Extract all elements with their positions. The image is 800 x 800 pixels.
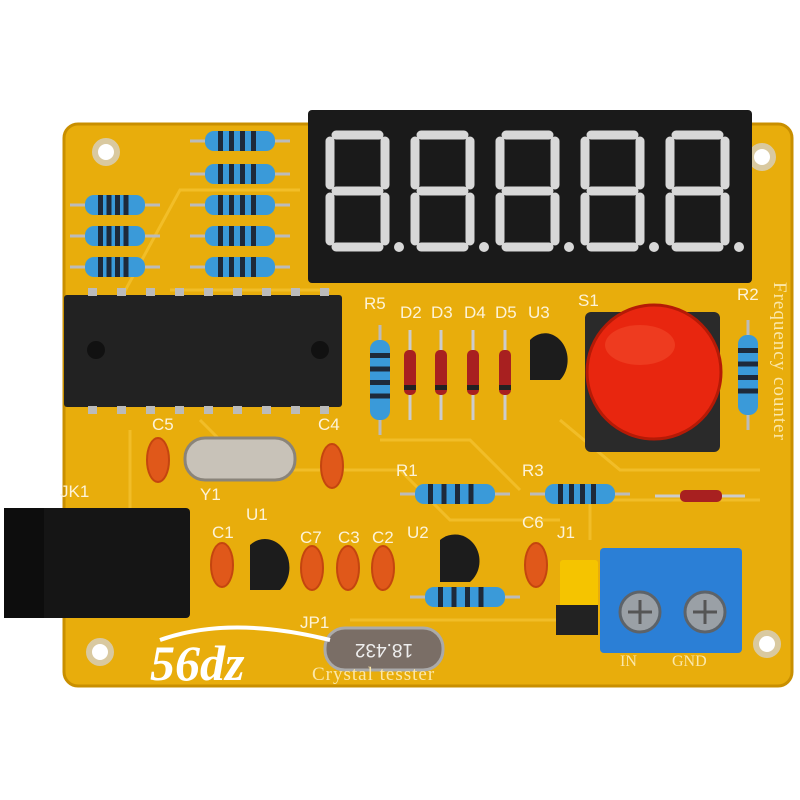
brand-logo: 56dz bbox=[150, 625, 331, 691]
board-title-vertical: Frequency counter bbox=[769, 282, 790, 441]
label-d2: D2 bbox=[400, 303, 422, 322]
svg-text:56dz: 56dz bbox=[150, 635, 245, 691]
mounting-holes bbox=[86, 138, 781, 666]
label-j1: J1 bbox=[557, 523, 575, 542]
label-c2: C2 bbox=[372, 528, 394, 547]
ceramic-capacitor bbox=[146, 437, 170, 483]
diode bbox=[435, 330, 447, 420]
label-jp1: JP1 bbox=[300, 613, 329, 632]
digit bbox=[410, 130, 475, 252]
resistor bbox=[70, 226, 160, 246]
label-c4: C4 bbox=[318, 415, 340, 434]
resistor bbox=[190, 131, 290, 151]
decimal-point bbox=[394, 242, 404, 252]
label-d5: D5 bbox=[495, 303, 517, 322]
board-title-bottom: Crystal tesster bbox=[312, 664, 435, 685]
label-c3: C3 bbox=[338, 528, 360, 547]
decimal-point bbox=[564, 242, 574, 252]
ceramic-capacitor bbox=[524, 542, 548, 588]
label-s1: S1 bbox=[578, 291, 599, 310]
label-y1: Y1 bbox=[200, 485, 221, 504]
resistor bbox=[190, 226, 290, 246]
dc-jack-jk1 bbox=[4, 508, 190, 618]
silkscreen-labels: R5 D2 D3 D4 D5 U3 S1 R2 C5 C4 Y1 JK1 C1 … bbox=[60, 285, 759, 632]
terminal-labels: IN GND bbox=[620, 653, 707, 670]
label-c7: C7 bbox=[300, 528, 322, 547]
crystal-marking: 18.432 bbox=[355, 639, 413, 660]
jumper-j1[interactable] bbox=[560, 560, 598, 610]
label-u1: U1 bbox=[246, 505, 268, 524]
label-d3: D3 bbox=[431, 303, 453, 322]
resistor bbox=[70, 257, 160, 277]
decimal-point bbox=[479, 242, 489, 252]
resistor bbox=[190, 257, 290, 277]
ceramic-capacitor bbox=[336, 545, 360, 591]
resistor bbox=[70, 195, 160, 215]
resistor bbox=[410, 587, 520, 607]
label-c1: C1 bbox=[212, 523, 234, 542]
ceramic-capacitor bbox=[300, 545, 324, 591]
resistor bbox=[738, 320, 758, 430]
label-r1: R1 bbox=[396, 461, 418, 480]
label-r2: R2 bbox=[737, 285, 759, 304]
label-gnd: GND bbox=[672, 653, 707, 670]
decimal-point bbox=[734, 242, 744, 252]
label-jk1: JK1 bbox=[60, 482, 89, 501]
transistor-u1 bbox=[250, 538, 290, 590]
crystal-under-test bbox=[323, 626, 445, 672]
label-c5: C5 bbox=[152, 415, 174, 434]
transistor-u2 bbox=[440, 534, 480, 582]
diode bbox=[404, 330, 416, 420]
diode bbox=[499, 330, 511, 420]
resistor bbox=[190, 195, 290, 215]
label-r3: R3 bbox=[522, 461, 544, 480]
display-digits bbox=[325, 130, 744, 252]
label-u3: U3 bbox=[528, 303, 550, 322]
resistor bbox=[530, 484, 630, 504]
diode bbox=[467, 330, 479, 420]
digit bbox=[495, 130, 560, 252]
resistor bbox=[400, 484, 510, 504]
crystal-y1 bbox=[183, 436, 297, 482]
microcontroller-ic bbox=[64, 295, 342, 407]
push-button-s1[interactable] bbox=[585, 303, 723, 441]
label-u2: U2 bbox=[407, 523, 429, 542]
ceramic-capacitor bbox=[320, 443, 344, 489]
decimal-point bbox=[649, 242, 659, 252]
diode bbox=[655, 490, 745, 502]
label-c6: C6 bbox=[522, 513, 544, 532]
ceramic-capacitor bbox=[371, 545, 395, 591]
digit bbox=[580, 130, 645, 252]
resistor bbox=[190, 164, 290, 184]
digit bbox=[665, 130, 730, 252]
transistor-u3 bbox=[530, 333, 568, 380]
transistors bbox=[250, 333, 568, 590]
digit bbox=[325, 130, 390, 252]
label-in: IN bbox=[620, 653, 637, 670]
label-d4: D4 bbox=[464, 303, 486, 322]
ceramic-capacitor bbox=[210, 542, 234, 588]
label-r5: R5 bbox=[364, 294, 386, 313]
resistor bbox=[370, 325, 390, 435]
